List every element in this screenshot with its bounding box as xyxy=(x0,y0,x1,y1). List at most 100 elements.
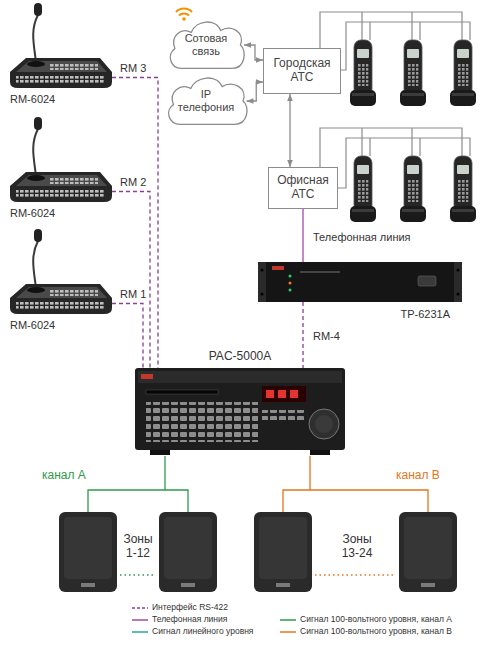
legend-line xyxy=(280,631,296,633)
device-node: RM-6024 xyxy=(8,58,112,88)
led xyxy=(289,275,292,278)
legend-sample xyxy=(280,615,296,625)
phone xyxy=(350,156,376,222)
phone-wire xyxy=(320,12,462,48)
connector-label: RM 1 xyxy=(118,288,148,301)
rack-ear xyxy=(454,262,462,302)
knob-cap xyxy=(315,415,333,433)
phone xyxy=(400,40,426,106)
node-label: Офисная АТС xyxy=(276,174,330,202)
legend-text: Телефонная линия xyxy=(152,614,227,625)
pbx-box: Офисная АТС xyxy=(268,167,338,209)
phone-wire xyxy=(320,128,462,168)
connector xyxy=(302,209,303,262)
legend-sample xyxy=(132,615,148,625)
connector xyxy=(247,82,264,101)
phone xyxy=(400,156,426,222)
display-digit xyxy=(266,390,274,398)
button-row xyxy=(262,410,306,420)
device-node: PAC-5000A xyxy=(135,368,345,450)
device-body xyxy=(135,368,345,450)
cloud-outline xyxy=(165,18,247,72)
rack-hole xyxy=(261,269,264,272)
rack-ear xyxy=(258,262,266,302)
connector xyxy=(112,192,150,369)
legend-line xyxy=(280,619,296,621)
brand-mark xyxy=(141,374,153,379)
channel-label: канал B xyxy=(396,468,440,482)
pac-mixer-unit xyxy=(135,368,345,455)
network-cloud: IP телефония xyxy=(163,74,250,128)
connector-label: Телефонная линия xyxy=(311,231,413,244)
pbx-box: Городская АТС xyxy=(263,48,341,94)
node-label: RM-6024 xyxy=(10,207,55,220)
legend-sample xyxy=(132,627,148,637)
node-label: Сотовая связь xyxy=(179,32,233,57)
led xyxy=(289,289,292,292)
connector-label: RM 3 xyxy=(118,62,148,75)
cd-slot xyxy=(146,390,218,394)
volume-knob xyxy=(309,409,339,439)
speaker xyxy=(159,512,217,592)
device-node: TP-6231A xyxy=(258,262,462,302)
channel-label: канал A xyxy=(42,468,86,482)
display-digit xyxy=(278,390,286,398)
brand-mark xyxy=(272,266,284,270)
led xyxy=(289,282,292,285)
legend-row: Сигнал линейного уровня xyxy=(132,626,253,637)
network-cloud: Сотовая связь xyxy=(165,18,247,72)
legend-row: Телефонная линия xyxy=(132,614,227,625)
zone-continuation xyxy=(120,574,156,576)
legend-line xyxy=(132,619,148,621)
cloud-outline xyxy=(163,74,250,128)
legend-row: Интерфейс RS-422 xyxy=(132,602,228,613)
channel-a-wire xyxy=(88,456,188,512)
speaker xyxy=(399,512,457,592)
legend-text: Сигнал 100-вольтного уровня, канал B xyxy=(300,626,452,637)
connector-label: RM 2 xyxy=(118,176,148,189)
panel-strip xyxy=(300,271,340,273)
tp-rack-unit xyxy=(258,262,462,302)
phone xyxy=(450,40,476,106)
node-label: IP телефония xyxy=(177,88,236,113)
connector xyxy=(244,45,263,60)
legend-sample xyxy=(132,603,148,613)
wifi-arc xyxy=(179,13,189,15)
display-digit xyxy=(290,390,298,398)
node-label: Городская АТС xyxy=(271,57,333,85)
rack-body xyxy=(258,262,462,302)
connector xyxy=(112,304,143,369)
node-label: TP-6231A xyxy=(400,308,450,321)
connector xyxy=(112,78,158,369)
rack-hole xyxy=(457,269,460,272)
connector-label: RM-4 xyxy=(311,330,342,343)
legend-row: Сигнал 100-вольтного уровня, канал A xyxy=(280,614,452,625)
legend-text: Сигнал 100-вольтного уровня, канал A xyxy=(300,614,452,625)
node-label: RM-6024 xyxy=(10,319,55,332)
zone-continuation xyxy=(315,574,396,576)
legend-line xyxy=(132,631,148,633)
power-switch xyxy=(418,276,436,286)
legend-sample xyxy=(280,627,296,637)
cloud-shape xyxy=(168,78,246,124)
wifi-arc xyxy=(176,9,192,12)
legend-line xyxy=(132,607,148,609)
legend-row: Сигнал 100-вольтного уровня, канал B xyxy=(280,626,452,637)
channel-b-wire xyxy=(283,456,428,512)
device-node: RM-6024 xyxy=(8,172,112,202)
microphone-console xyxy=(10,229,112,314)
zone-label: Зоны 13-24 xyxy=(334,532,380,561)
phone xyxy=(350,40,376,106)
speaker xyxy=(59,512,117,592)
connector xyxy=(302,302,303,368)
legend-text: Интерфейс RS-422 xyxy=(152,602,228,613)
cloud-shape xyxy=(170,22,244,68)
phone-wires xyxy=(320,12,470,188)
microphone-console xyxy=(10,3,112,88)
